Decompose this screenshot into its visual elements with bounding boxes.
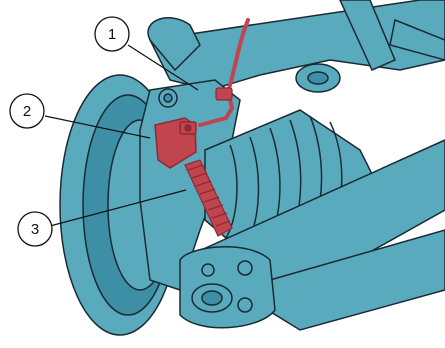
callout-1: 1 — [95, 17, 129, 51]
callout-3: 3 — [18, 212, 52, 246]
lower-ball-joint — [180, 247, 275, 328]
callout-2: 2 — [10, 94, 44, 128]
callout-label-3: 3 — [31, 221, 39, 238]
cable-clip — [216, 88, 232, 100]
callout-label-1: 1 — [108, 26, 116, 43]
callout-label-2: 2 — [23, 103, 31, 120]
